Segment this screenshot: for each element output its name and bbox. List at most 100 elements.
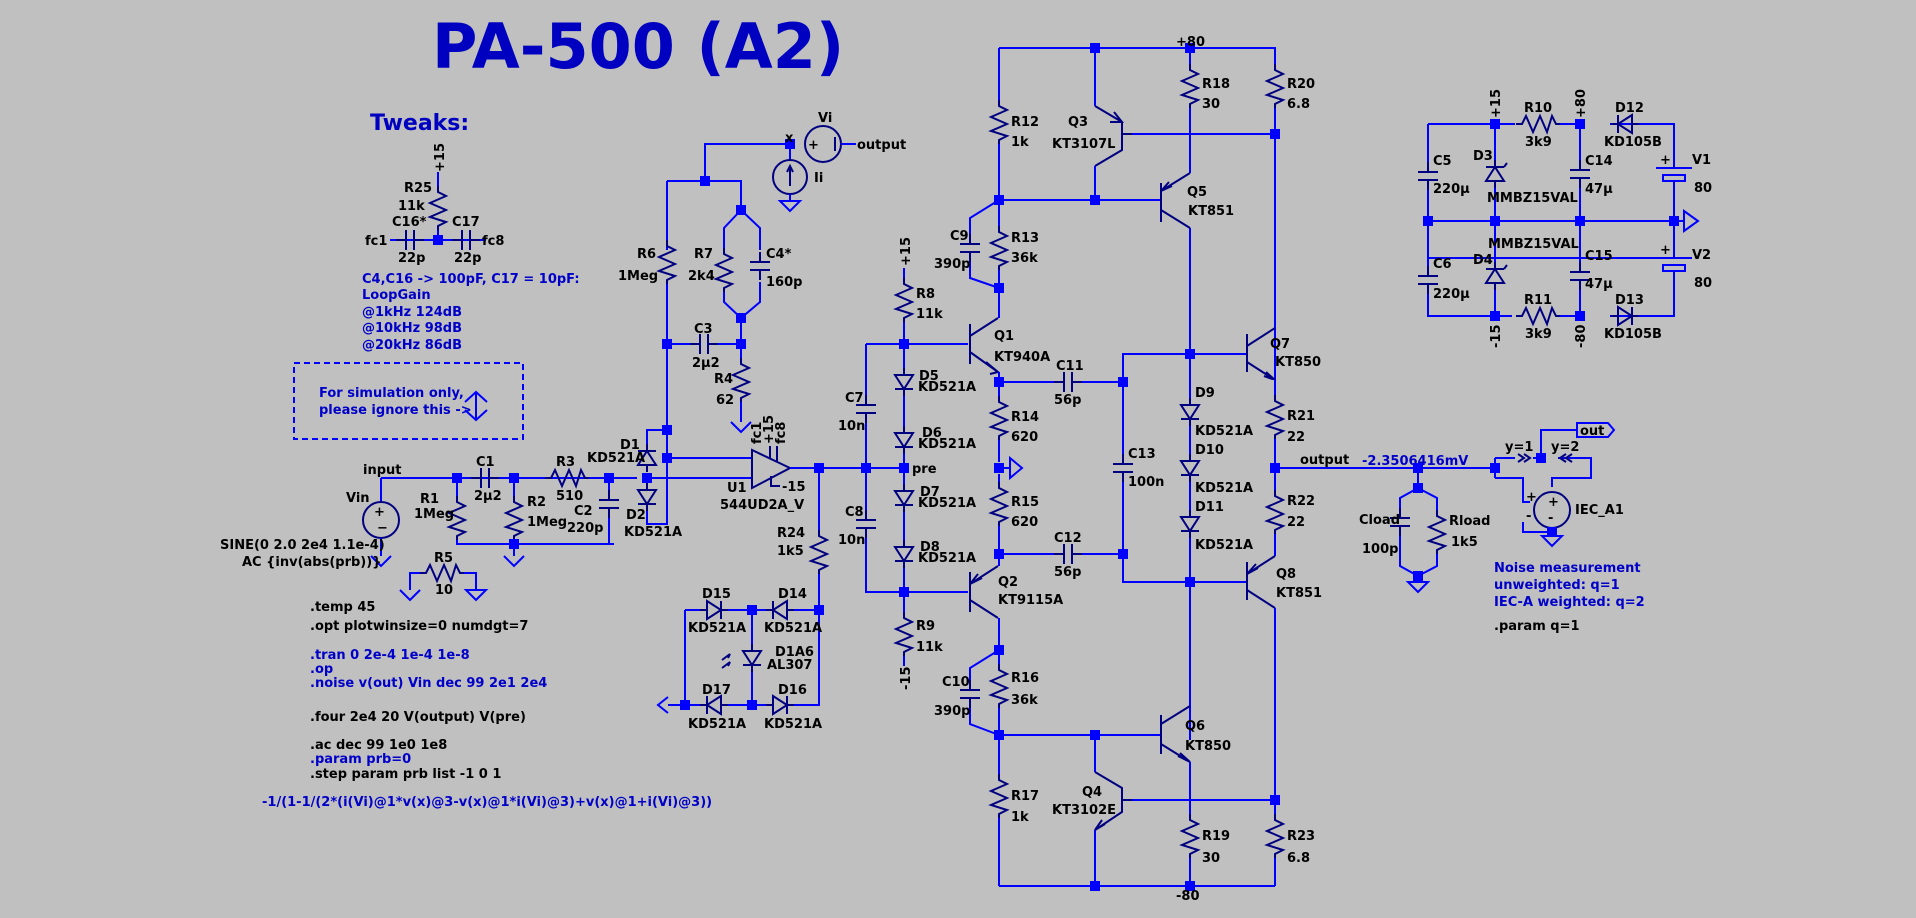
r17-label: R17 <box>1011 789 1039 804</box>
c9-value: 390p <box>934 257 970 272</box>
d16-value: KD521A <box>764 717 822 732</box>
tweak-note: @1kHz 124dB <box>362 305 462 320</box>
directive-ac: .ac dec 99 1e0 1e8 <box>310 738 447 753</box>
c7-value: 10n <box>838 419 865 434</box>
c14-value: 47μ <box>1585 182 1613 197</box>
r17-value: 1k <box>1011 810 1029 825</box>
d2-label: D2 <box>626 508 646 523</box>
v1-label: V1 <box>1692 153 1711 168</box>
power-supply: ++ +15 +80 -15 -80 R10 3k9 R11 3k9 D12 K… <box>1417 89 1712 349</box>
c15-label: C15 <box>1585 249 1613 264</box>
net-label-output: output <box>1300 453 1349 468</box>
c1-label: C1 <box>476 455 495 470</box>
c12-label: C12 <box>1054 531 1082 546</box>
q1-value: KT940A <box>994 350 1050 365</box>
c6-value: 220μ <box>1433 287 1470 302</box>
q7-value: KT850 <box>1275 355 1321 370</box>
tweak-notes: C4,C16 -> 100pF, C17 = 10pF: LoopGain @1… <box>362 272 580 353</box>
d13-label: D13 <box>1615 293 1644 308</box>
r14-label: R14 <box>1011 410 1039 425</box>
input-stage: input +− Vin SINE(0 2.0 2e4 1.1e-4) AC {… <box>220 111 906 610</box>
tweak-note: C4,C16 -> 100pF, C17 = 10pF: <box>362 272 580 287</box>
output-stage: +80 Q3 KT3107L R18 30 Q5 KT851 R20 6.8 C… <box>999 35 1495 904</box>
r1-label: R1 <box>420 492 439 507</box>
d7-value: KD521A <box>918 496 976 511</box>
directive-temp: .temp 45 <box>310 600 375 615</box>
r2-value: 1Meg <box>527 515 567 530</box>
resistor-r25 <box>429 185 447 231</box>
schematic-title: PA-500 (A2) <box>432 10 844 83</box>
net-label-pre: pre <box>912 462 937 477</box>
supply-label: +15 <box>433 143 448 172</box>
d8-value: KD521A <box>918 551 976 566</box>
c9-label: C9 <box>950 229 969 244</box>
fc8-label: fc8 <box>482 234 504 249</box>
c3-label: C3 <box>694 322 713 337</box>
light-emission-icon <box>721 653 731 669</box>
d15-value: KD521A <box>688 621 746 636</box>
r20-label: R20 <box>1287 77 1315 92</box>
r8-label: R8 <box>916 287 935 302</box>
r24-value: 1k5 <box>777 544 804 559</box>
c7-label: C7 <box>845 391 864 406</box>
q3-value: KT3107L <box>1052 137 1115 152</box>
d1a6-label: D1A6 <box>775 645 814 660</box>
vin-source-spec: SINE(0 2.0 2e4 1.1e-4) <box>220 538 385 553</box>
tweaks-heading: Tweaks: <box>370 111 469 136</box>
rail-plus80-label: +80 <box>1176 35 1205 50</box>
r16-value: 36k <box>1011 693 1038 708</box>
r11-label: R11 <box>1524 293 1552 308</box>
d3-value: MMBZ15VAL <box>1487 191 1578 206</box>
q5-value: KT851 <box>1188 204 1234 219</box>
q4-value: KT3102E <box>1052 803 1116 818</box>
c17-label: C17 <box>452 215 480 230</box>
r11-value: 3k9 <box>1525 327 1552 342</box>
svg-text:+: + <box>1660 243 1671 258</box>
rload-value: 1k5 <box>1451 535 1478 550</box>
c4-label: C4* <box>766 247 792 262</box>
r13-label: R13 <box>1011 231 1039 246</box>
switch-y1-label: y=1 <box>1505 440 1533 455</box>
ii-label: Ii <box>814 171 823 186</box>
r12-value: 1k <box>1011 135 1029 150</box>
r22-label: R22 <box>1287 494 1315 509</box>
r25-value: 11k <box>398 199 425 214</box>
r6-label: R6 <box>637 247 656 262</box>
r5-value: 10 <box>435 583 453 598</box>
c11-value: 56p <box>1054 393 1081 408</box>
u1-pin-minus15: -15 <box>782 480 806 495</box>
tweak-note: @20kHz 86dB <box>362 338 462 353</box>
q2-label: Q2 <box>998 575 1018 590</box>
supply-minus80-label: -80 <box>1574 325 1589 349</box>
r23-value: 6.8 <box>1287 851 1310 866</box>
noise-measurement: out y=1 y=2 +- +- IEC_A1 Noise measureme… <box>1490 422 1645 634</box>
r9-label: R9 <box>916 619 935 634</box>
c16-value: 22p <box>398 251 425 266</box>
c12-value: 56p <box>1054 565 1081 580</box>
c2-label: C2 <box>574 504 593 519</box>
r18-value: 30 <box>1202 97 1220 112</box>
net-label-input: input <box>363 463 402 478</box>
q6-label: Q6 <box>1185 719 1205 734</box>
u1-value: 544UD2A_V <box>720 498 804 513</box>
q6-value: KT850 <box>1185 739 1231 754</box>
r21-value: 22 <box>1287 430 1305 445</box>
d10-value: KD521A <box>1195 481 1253 496</box>
r6-value: 1Meg <box>618 269 658 284</box>
loopgain-expression: -1/(1-1/(2*(i(Vi)@1*v(x)@3-v(x)@1*i(Vi)@… <box>262 795 712 810</box>
r7-value: 2k4 <box>688 269 715 284</box>
d6-value: KD521A <box>918 437 976 452</box>
r9-value: 11k <box>916 640 943 655</box>
r23-label: R23 <box>1287 829 1315 844</box>
cload-value: 100p <box>1362 542 1398 557</box>
output-voltage-readout: -2.3506416mV <box>1362 454 1468 469</box>
updown-arrow-icon <box>464 390 488 422</box>
simulation-only-box: For simulation only, please ignore this … <box>293 362 524 440</box>
sim-note: For simulation only, <box>319 386 464 401</box>
directive-opt: .opt plotwinsize=0 numdgt=7 <box>310 619 528 634</box>
d7-label: D7 <box>920 485 940 500</box>
svg-text:-: - <box>1526 509 1531 524</box>
d15-label: D15 <box>702 587 731 602</box>
